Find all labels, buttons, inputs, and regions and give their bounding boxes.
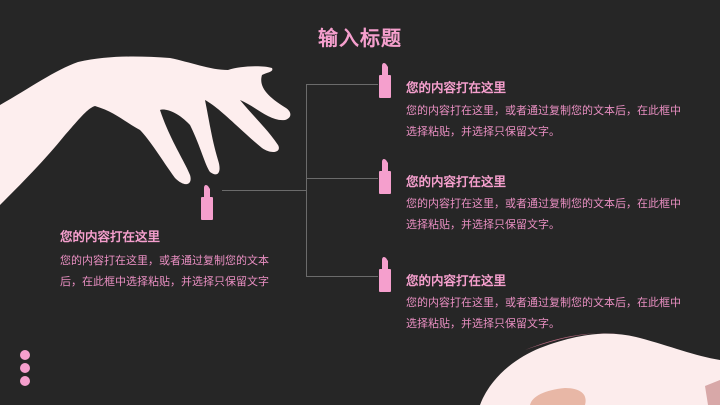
lipstick-icon (379, 62, 391, 98)
right-item-1-body: 您的内容打在这里，或者通过复制您的文本后，在此框中选择粘贴，并选择只保留文字。 (406, 104, 681, 138)
right-item-3-body: 您的内容打在这里，或者通过复制您的文本后，在此框中选择粘贴，并选择只保留文字。 (406, 296, 681, 330)
connector-branch-2 (306, 178, 378, 179)
right-item-2-heading: 您的内容打在这里 (406, 174, 507, 189)
connector-left-horizontal (222, 190, 306, 191)
dot-decoration (20, 350, 30, 360)
slide-title: 输入标题 (318, 26, 402, 50)
left-item-heading: 您的内容打在这里 (60, 229, 161, 244)
lipstick-icon (201, 184, 213, 220)
dot-decoration (20, 376, 30, 386)
left-item-body: 您的内容打在这里，或者通过复制您的文本后，在此框中选择粘贴，并选择只保留文字 (60, 254, 269, 288)
right-item-1-heading: 您的内容打在这里 (406, 80, 507, 95)
lipstick-icon (379, 158, 391, 194)
hand-photo-decoration-icon (480, 332, 720, 405)
right-item-3-heading: 您的内容打在这里 (406, 273, 507, 288)
connector-branch-1 (306, 84, 378, 85)
dot-decoration (20, 363, 30, 373)
right-item-2-body: 您的内容打在这里，或者通过复制您的文本后，在此框中选择粘贴，并选择只保留文字。 (406, 197, 681, 231)
lipstick-icon (379, 256, 391, 292)
connector-vertical (306, 84, 307, 277)
connector-branch-3 (306, 276, 378, 277)
hand-illustration-icon (0, 56, 291, 205)
